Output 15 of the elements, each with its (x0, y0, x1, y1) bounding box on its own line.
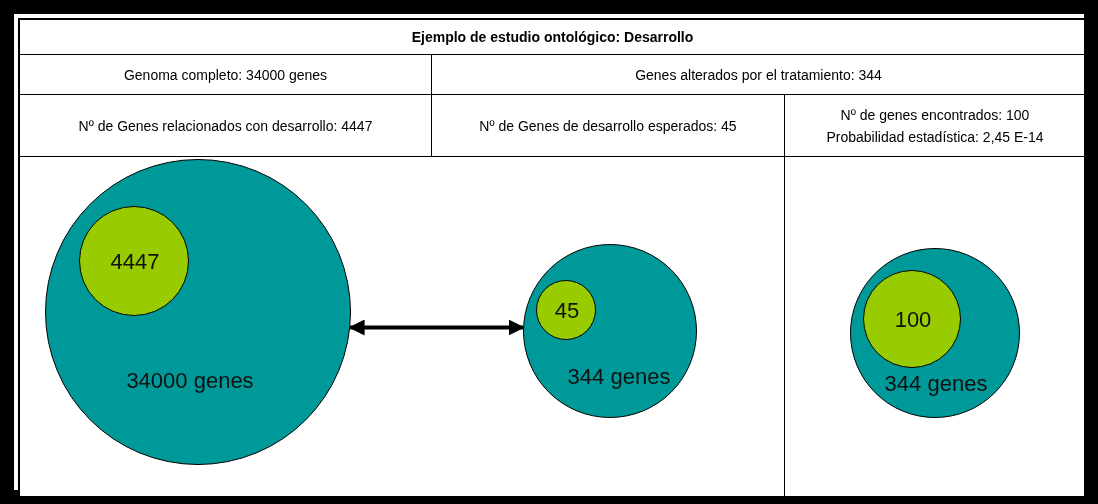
table-title: Ejemplo de estudio ontológico: Desarrollo (411, 28, 694, 47)
inner-circle (536, 280, 596, 340)
cell-text: Probabilidad estadística: 2,45 E-14 (826, 127, 1044, 147)
circle-label: 34000 genes (126, 368, 254, 394)
double-arrow (348, 319, 525, 336)
circle-label: 344 genes (567, 364, 671, 390)
cell-text: Nº de Genes de desarrollo esperados: 45 (479, 116, 737, 136)
circle-label: 344 genes (884, 371, 988, 397)
header-text: Genoma completo: 34000 genes (123, 65, 328, 85)
circle-label: 4447 (110, 249, 160, 275)
header-text: Genes alterados por el tratamiento: 344 (635, 65, 882, 85)
cell-text: Nº de genes encontrados: 100 (840, 105, 1030, 125)
circle-label: 45 (554, 298, 580, 324)
cell-text: Nº de Genes relacionados con desarrollo: 4447 (78, 116, 373, 136)
circle-label: 100 (894, 307, 932, 333)
